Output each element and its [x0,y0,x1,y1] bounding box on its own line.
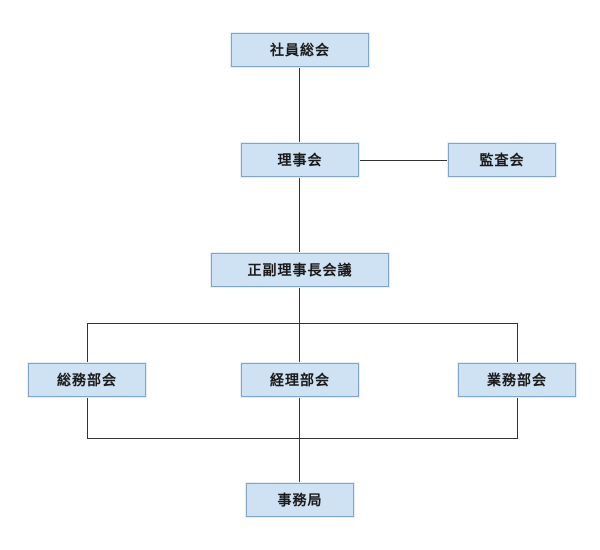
connector-assembly-to-board [299,67,300,143]
node-general-affairs-committee: 総務部会 [28,363,146,397]
node-executive-council: 正副理事長会議 [211,253,389,287]
connector-lower-bus [87,438,518,439]
connector-council-to-bus [299,287,300,324]
connector-bus-to-operations [517,323,518,363]
connector-accounting-down [299,397,300,483]
node-accounting-committee: 経理部会 [241,363,359,397]
connector-bus-to-general-affairs [87,323,88,363]
node-operations-committee: 業務部会 [458,363,576,397]
connector-board-to-council [299,177,300,253]
node-secretariat: 事務局 [246,483,354,517]
connector-upper-bus [87,323,518,324]
node-board-of-directors: 理事会 [241,143,359,177]
node-general-assembly: 社員総会 [231,33,369,67]
connector-general-affairs-down [87,397,88,439]
connector-board-to-auditors [358,160,448,161]
node-auditors: 監査会 [448,143,556,177]
connector-operations-down [517,397,518,439]
connector-bus-to-accounting [299,323,300,363]
